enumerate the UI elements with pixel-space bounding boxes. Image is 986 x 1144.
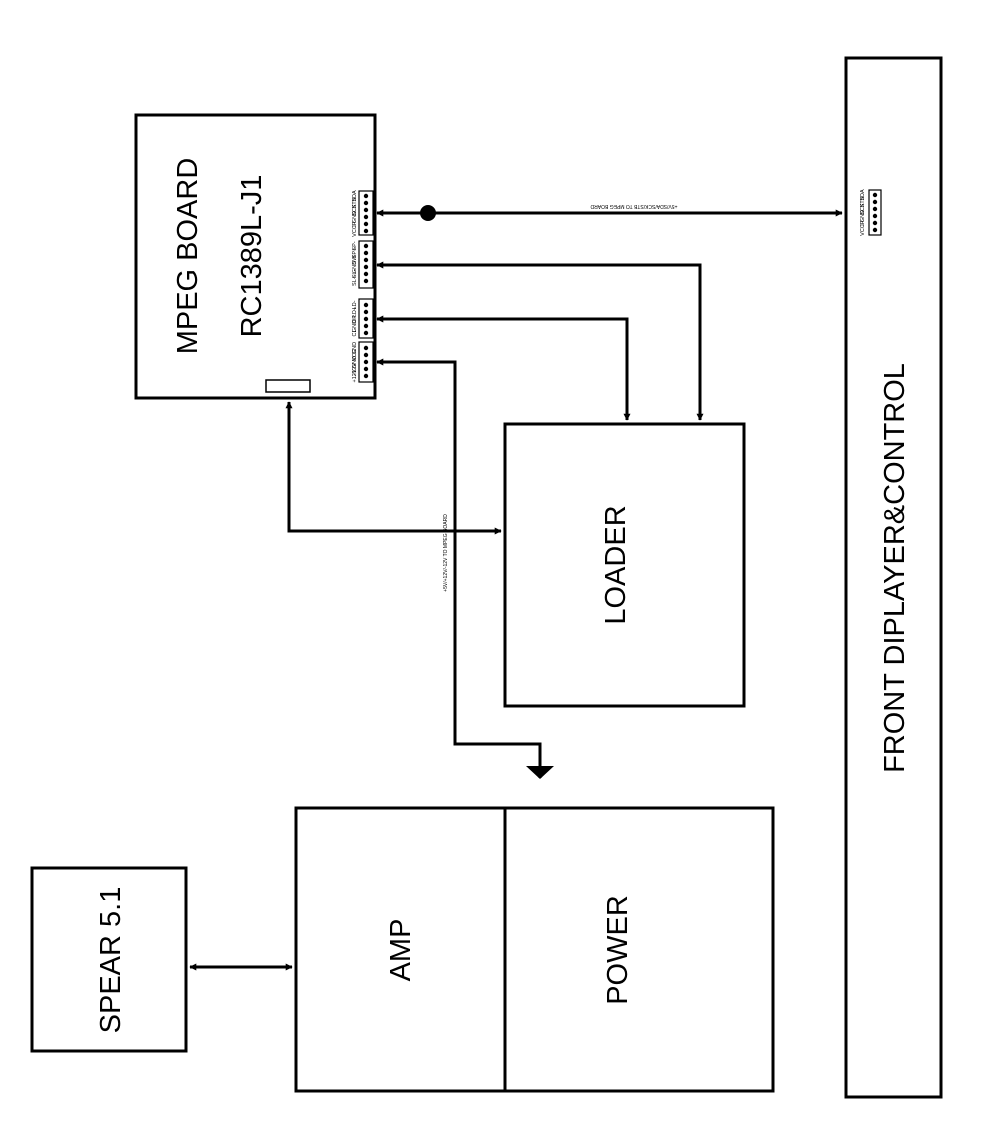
wire-flex-to-loader: [285, 401, 502, 535]
loader-label: LOADER: [600, 505, 632, 624]
pin: [872, 220, 878, 226]
pin-label: SL-: [352, 270, 358, 279]
pin: [872, 213, 878, 219]
amp-power-outline: [294, 806, 775, 1093]
pin-label: VCC: [860, 224, 866, 236]
pin-label: GND: [352, 211, 358, 223]
pin: [363, 271, 369, 277]
loader-outline: [503, 422, 746, 708]
pin: [872, 206, 878, 212]
power-bus-arrowhead: [526, 766, 554, 779]
power-bus-label: +5V/+12V/-12V TO MPEG BOARD: [443, 514, 449, 592]
pin: [363, 243, 369, 249]
pin-label: IR: [352, 221, 358, 227]
flex-wire-line: [285, 401, 502, 535]
pin-label: SP-: [352, 241, 358, 250]
pin-label: SW: [352, 255, 358, 265]
pin: [363, 352, 369, 358]
connector-control-housing: [358, 190, 374, 236]
pin-label: SDA: [860, 189, 866, 201]
pin: [363, 309, 369, 315]
pin: [363, 264, 369, 270]
speaker-wire-line: [376, 261, 704, 421]
mpeg-board-block: MPEG BOARD RC1389L-J1: [134, 113, 377, 400]
connector-power-housing: [358, 341, 374, 383]
pin-label: LD-: [352, 300, 358, 309]
pin: [872, 199, 878, 205]
connector-power: GND VCC GND -12V +12V: [352, 341, 374, 383]
pin: [363, 228, 369, 234]
pin-label: SDA: [352, 190, 358, 202]
pin: [363, 207, 369, 213]
wire-control-bus: +5V/SDA/SCK/STB TO MPEG BOARD: [376, 203, 843, 221]
junction-dot: [420, 205, 436, 221]
connector-loader-housing: [358, 298, 374, 339]
control-bus-label: +5V/SDA/SCK/STB TO MPEG BOARD: [590, 203, 677, 209]
pin-label: STB: [352, 197, 358, 208]
loader-block: LOADER: [503, 422, 746, 708]
pin-label: STB: [860, 196, 866, 207]
spear-block: SPEAR 5.1: [30, 866, 188, 1053]
pin-label: SCK: [860, 203, 866, 215]
mpeg-board-outline: [134, 113, 377, 400]
connector-front-housing: [868, 189, 882, 236]
front-display-block: FRONT DIPLAYER&CONTROL: [844, 56, 943, 1099]
power-label: POWER: [602, 895, 634, 1005]
pin-label: SL+: [352, 276, 358, 286]
mpeg-board-model: RC1389L-J1: [236, 175, 268, 338]
pin-label: +12V: [352, 369, 358, 382]
wire-power-bus: +5V/+12V/-12V TO MPEG BOARD: [376, 358, 554, 779]
pin-label: CL: [352, 329, 358, 336]
wire-speaker-to-loader: [376, 261, 704, 421]
pin: [363, 302, 369, 308]
pin: [363, 221, 369, 227]
pin: [872, 192, 878, 198]
pin-label: GND: [352, 342, 358, 354]
wire-loader-signal: [376, 315, 631, 421]
pin: [363, 323, 369, 329]
connector-speaker-housing: [358, 240, 374, 289]
pin-label: VCC: [352, 225, 358, 237]
pin: [363, 193, 369, 199]
pin-label: SCK: [352, 204, 358, 216]
loader-wire-line: [376, 315, 631, 421]
pin-label: GND: [860, 210, 866, 222]
pin: [363, 257, 369, 263]
pin: [363, 359, 369, 365]
connector-front: SDA STB SCK GND IR VCC: [860, 189, 882, 236]
pin-label: GND: [352, 261, 358, 273]
pin: [363, 278, 369, 284]
pin-label: -12V: [352, 363, 358, 375]
front-display-label: FRONT DIPLAYER&CONTROL: [879, 363, 911, 773]
spear-outline: [30, 866, 188, 1053]
pin-label: IR: [860, 220, 866, 226]
mpeg-board-title: MPEG BOARD: [172, 158, 204, 355]
pin-label: LD+: [352, 307, 358, 317]
pin: [363, 316, 369, 322]
pin: [872, 227, 878, 233]
pin: [363, 330, 369, 336]
pin: [363, 200, 369, 206]
flex-connector: [265, 379, 311, 393]
power-bus-line: [376, 358, 542, 778]
pin-label: SP+: [352, 248, 358, 259]
pin: [363, 250, 369, 256]
pin-label: GND: [352, 356, 358, 368]
spear-label: SPEAR 5.1: [95, 887, 127, 1034]
pin: [363, 214, 369, 220]
connector-speaker: SP- SP+ SW GND SL- SL+: [352, 240, 374, 289]
pin-label: GND: [352, 320, 358, 332]
amp-label: AMP: [385, 919, 417, 982]
pin-label: VCC: [352, 349, 358, 361]
pin: [363, 366, 369, 372]
front-display-outline: [844, 56, 943, 1099]
connector-control: SDA STB SCK GND IR VCC: [352, 190, 374, 237]
pin-label: OP: [352, 315, 358, 323]
pin: [363, 373, 369, 379]
amp-power-block: AMP POWER: [294, 806, 775, 1093]
connector-loader: LD- LD+ OP GND CL: [352, 298, 374, 339]
pin: [363, 345, 369, 351]
